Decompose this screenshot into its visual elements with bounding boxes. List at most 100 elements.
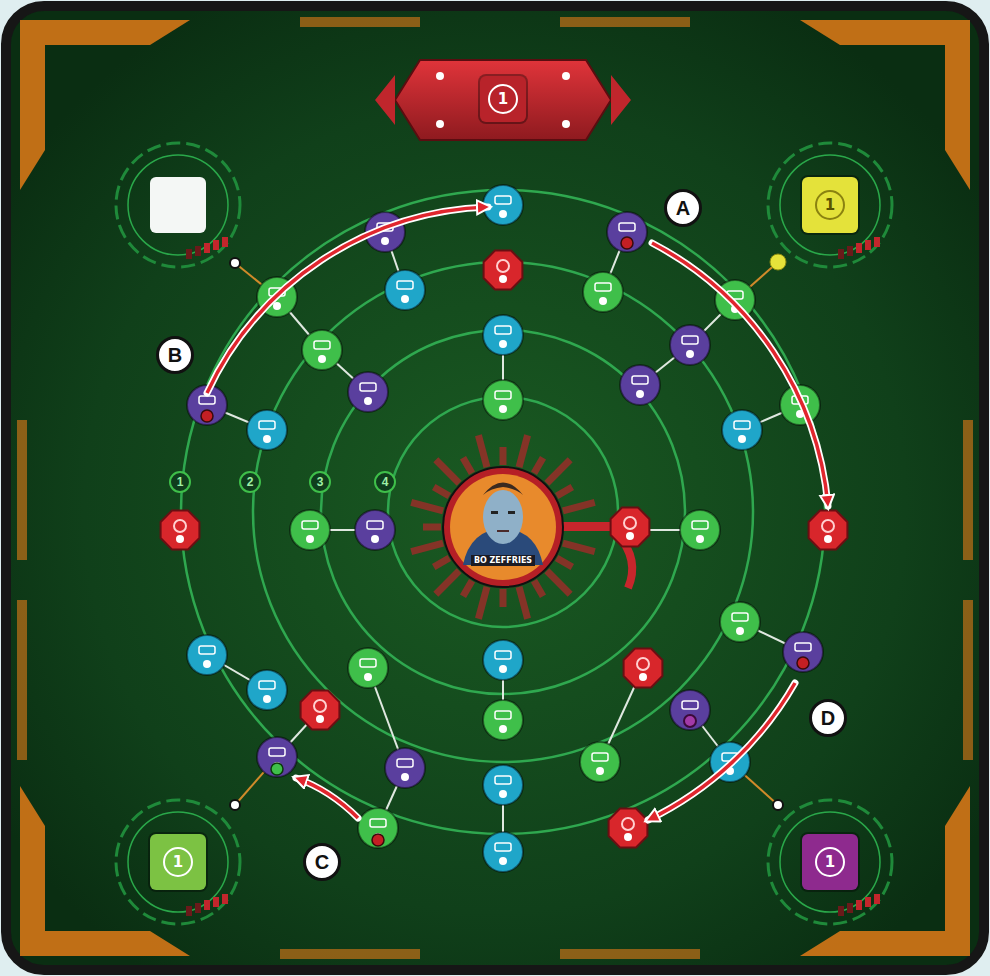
node-slot — [499, 725, 507, 733]
alarm-burst — [519, 435, 528, 467]
node-icon — [367, 521, 383, 529]
network-node — [680, 510, 720, 550]
network-node — [722, 410, 762, 450]
node-icon — [259, 421, 275, 429]
callout-letter: B — [156, 336, 194, 374]
threat-chip: 1 — [480, 76, 526, 122]
callout-letter: C — [303, 843, 341, 881]
player-dial — [780, 812, 880, 912]
node-icon — [624, 517, 636, 529]
move-arrow — [296, 778, 358, 818]
player-dial — [768, 143, 892, 267]
move-arrow-outline — [648, 683, 795, 820]
alarm-burst — [478, 587, 487, 619]
banner-stud — [436, 120, 444, 128]
health-pip — [213, 897, 219, 907]
node-icon — [397, 281, 413, 289]
chip-value: 1 — [163, 847, 193, 877]
callout-letter: A — [676, 197, 690, 220]
edge-trim — [963, 600, 973, 760]
node-slot — [499, 405, 507, 413]
node-icon — [495, 651, 511, 659]
node-slot — [499, 340, 507, 348]
health-pip — [838, 249, 844, 259]
alarm-burst — [534, 581, 543, 597]
player-chip: 1 — [802, 177, 858, 233]
node-icon — [397, 759, 413, 767]
alarm-node — [161, 511, 200, 550]
node-slot — [499, 857, 507, 865]
node-icon — [734, 421, 750, 429]
node-slot — [263, 695, 271, 703]
banner-stud — [562, 120, 570, 128]
alarm-burst — [547, 460, 570, 483]
threat-banner — [395, 60, 611, 140]
villain-name: BO ZEFFRIES — [471, 555, 535, 566]
villain-portrait: BO ZEFFRIES — [450, 474, 556, 580]
ring-number: 4 — [374, 471, 396, 493]
banner-stud — [562, 72, 570, 80]
health-pip — [847, 246, 853, 256]
network-ring — [388, 397, 618, 627]
edge-trim — [17, 420, 27, 560]
health-pip — [847, 903, 853, 913]
node-slot — [263, 435, 271, 443]
ring-number: 3 — [309, 471, 331, 493]
network-node — [783, 632, 823, 672]
node-slot — [499, 665, 507, 673]
callout-letter: B — [168, 344, 182, 367]
node-slot — [306, 535, 314, 543]
node-icon — [370, 819, 386, 827]
node-icon — [302, 521, 318, 529]
mat — [6, 6, 984, 970]
move-arrow — [207, 207, 488, 393]
banner-stud — [436, 72, 444, 80]
network-node — [483, 700, 523, 740]
node-icon — [682, 701, 698, 709]
node-icon — [495, 776, 511, 784]
player-dial — [128, 812, 228, 912]
network-node — [483, 832, 523, 872]
banner-wing — [375, 75, 631, 125]
node-slot — [736, 627, 744, 635]
player-dial — [768, 800, 892, 924]
edge-trim — [963, 420, 973, 560]
portrait-frame — [443, 467, 563, 587]
ring-number: 4 — [382, 475, 389, 489]
health-pip — [222, 894, 228, 904]
node-icon — [199, 396, 215, 404]
alarm-burst — [557, 558, 573, 567]
ring-number: 1 — [177, 475, 184, 489]
edge-trim — [560, 17, 690, 27]
node-icon — [795, 643, 811, 651]
node-slot — [624, 833, 632, 841]
alarm-burst — [557, 487, 573, 496]
network-node — [483, 640, 523, 680]
alarm-burst — [563, 543, 595, 552]
node-icon — [682, 336, 698, 344]
alarm-node — [611, 508, 650, 547]
alarm-burst — [519, 587, 528, 619]
network-node — [358, 808, 398, 848]
alarm-node — [609, 809, 648, 848]
node-icon — [592, 753, 608, 761]
node-slot — [686, 350, 694, 358]
health-pip — [865, 897, 871, 907]
network-node — [355, 510, 395, 550]
health-pip — [195, 246, 201, 256]
alarm-node — [301, 691, 340, 730]
node-slot — [499, 210, 507, 218]
ring-number: 3 — [317, 475, 324, 489]
chip-value: 1 — [815, 190, 845, 220]
node-icon — [495, 326, 511, 334]
move-arrow-outline — [296, 778, 358, 818]
node-icon — [619, 223, 635, 231]
node-icon — [622, 818, 634, 830]
callout-letter: D — [821, 707, 835, 730]
network-node — [607, 212, 647, 252]
alarm-burst — [547, 571, 570, 594]
alarm-burst — [436, 460, 459, 483]
ring-number: 1 — [169, 471, 191, 493]
node-icon — [314, 700, 326, 712]
